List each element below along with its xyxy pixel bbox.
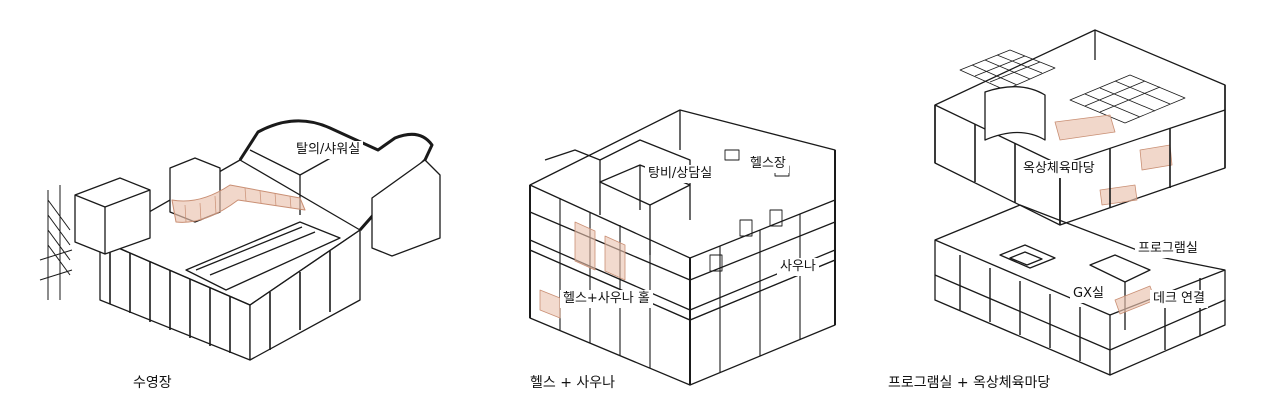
room-label-sauna: 사우나 xyxy=(777,258,819,276)
pool-block-left-face xyxy=(99,239,251,361)
pool-block-front-face xyxy=(249,229,361,361)
gym-axonometric xyxy=(529,109,836,386)
gym-accent-panels xyxy=(539,221,626,319)
room-label-gx-room: GX실 xyxy=(1070,285,1107,303)
gym-lower-right-face xyxy=(689,259,836,386)
pool-left-volume xyxy=(74,177,151,255)
room-label-gym: 헬스장 xyxy=(747,155,789,173)
pool-columns xyxy=(109,244,331,353)
pool-right-tower xyxy=(371,159,441,257)
pool-axonometric xyxy=(39,119,441,361)
room-label-deck-link: 데크 연결 xyxy=(1150,290,1208,308)
rooftop-top-edge xyxy=(934,29,1226,110)
caption-pool: 수영장 xyxy=(133,375,172,391)
room-label-locker-shower: 탈의/샤워실 xyxy=(293,141,364,159)
pool-accent-wall xyxy=(171,184,306,223)
room-label-rooftop-court: 옥상체육마당 xyxy=(1020,160,1098,178)
program-right-face xyxy=(1109,299,1226,376)
deck-accent xyxy=(1114,285,1156,315)
caption-program-rooftop: 프로그램실 + 옥상체육마당 xyxy=(888,375,1051,391)
room-label-pantry-consult: 탕비/상담실 xyxy=(645,165,716,183)
rooftop-curved-wall xyxy=(984,86,1046,141)
caption-gym-sauna: 헬스 + 사우나 xyxy=(530,375,616,391)
program-top-edge xyxy=(934,204,1226,300)
pool-locker-wing xyxy=(238,119,434,231)
room-label-program-room: 프로그램실 xyxy=(1135,240,1201,258)
rooftop-solar-grid xyxy=(959,49,1186,124)
program-axonometric xyxy=(934,29,1226,376)
pool-exterior-stair xyxy=(39,185,73,300)
room-label-gym-sauna-hall: 헬스+사우나 홀 xyxy=(560,290,653,308)
pool-basin xyxy=(185,221,341,291)
